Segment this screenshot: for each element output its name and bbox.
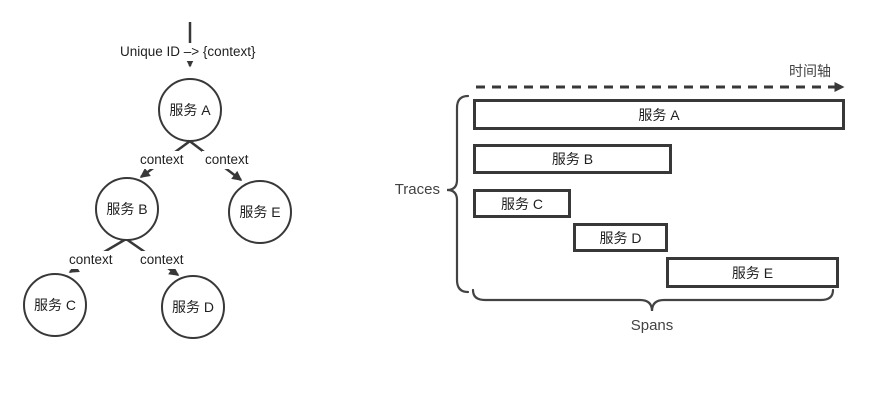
span-bar-label: 服务 B <box>551 151 594 167</box>
span-bar-service-c: 服务 C <box>473 189 571 218</box>
traces-label: Traces <box>394 181 440 198</box>
traces-brace <box>446 94 470 294</box>
tree-node-service-d: 服务 D <box>161 275 225 339</box>
span-bar-label: 服务 D <box>599 229 642 246</box>
timeline-axis-label: 时间轴 <box>789 63 831 79</box>
tree-node-service-a: 服务 A <box>158 78 222 142</box>
tree-node-service-e: 服务 E <box>228 180 292 244</box>
tree-node-service-c: 服务 C <box>23 273 87 337</box>
tree-node-label: 服务 B <box>106 201 148 217</box>
spans-label: Spans <box>630 317 674 334</box>
context-label-a-b: context <box>137 151 187 169</box>
span-bar-label: 服务 C <box>501 195 543 212</box>
context-label-b-d: context <box>137 251 187 269</box>
tree-node-service-b: 服务 B <box>95 177 159 241</box>
tree-node-label: 服务 A <box>169 102 211 118</box>
tree-node-label: 服务 D <box>172 299 214 315</box>
span-bar-service-b: 服务 B <box>473 144 672 174</box>
span-bar-service-e: 服务 E <box>666 257 839 288</box>
context-label-a-e: context <box>202 151 252 169</box>
span-bar-label: 服务 E <box>731 264 774 281</box>
tree-node-label: 服务 C <box>34 297 76 313</box>
tree-node-label: 服务 E <box>239 204 281 220</box>
context-label-b-c: context <box>66 251 116 269</box>
spans-brace <box>471 288 835 312</box>
unique-id-context-label: Unique ID –> {context} <box>117 43 259 61</box>
span-bar-label: 服务 A <box>638 106 680 123</box>
span-bar-service-a: 服务 A <box>473 99 845 130</box>
span-bar-service-d: 服务 D <box>573 223 668 252</box>
